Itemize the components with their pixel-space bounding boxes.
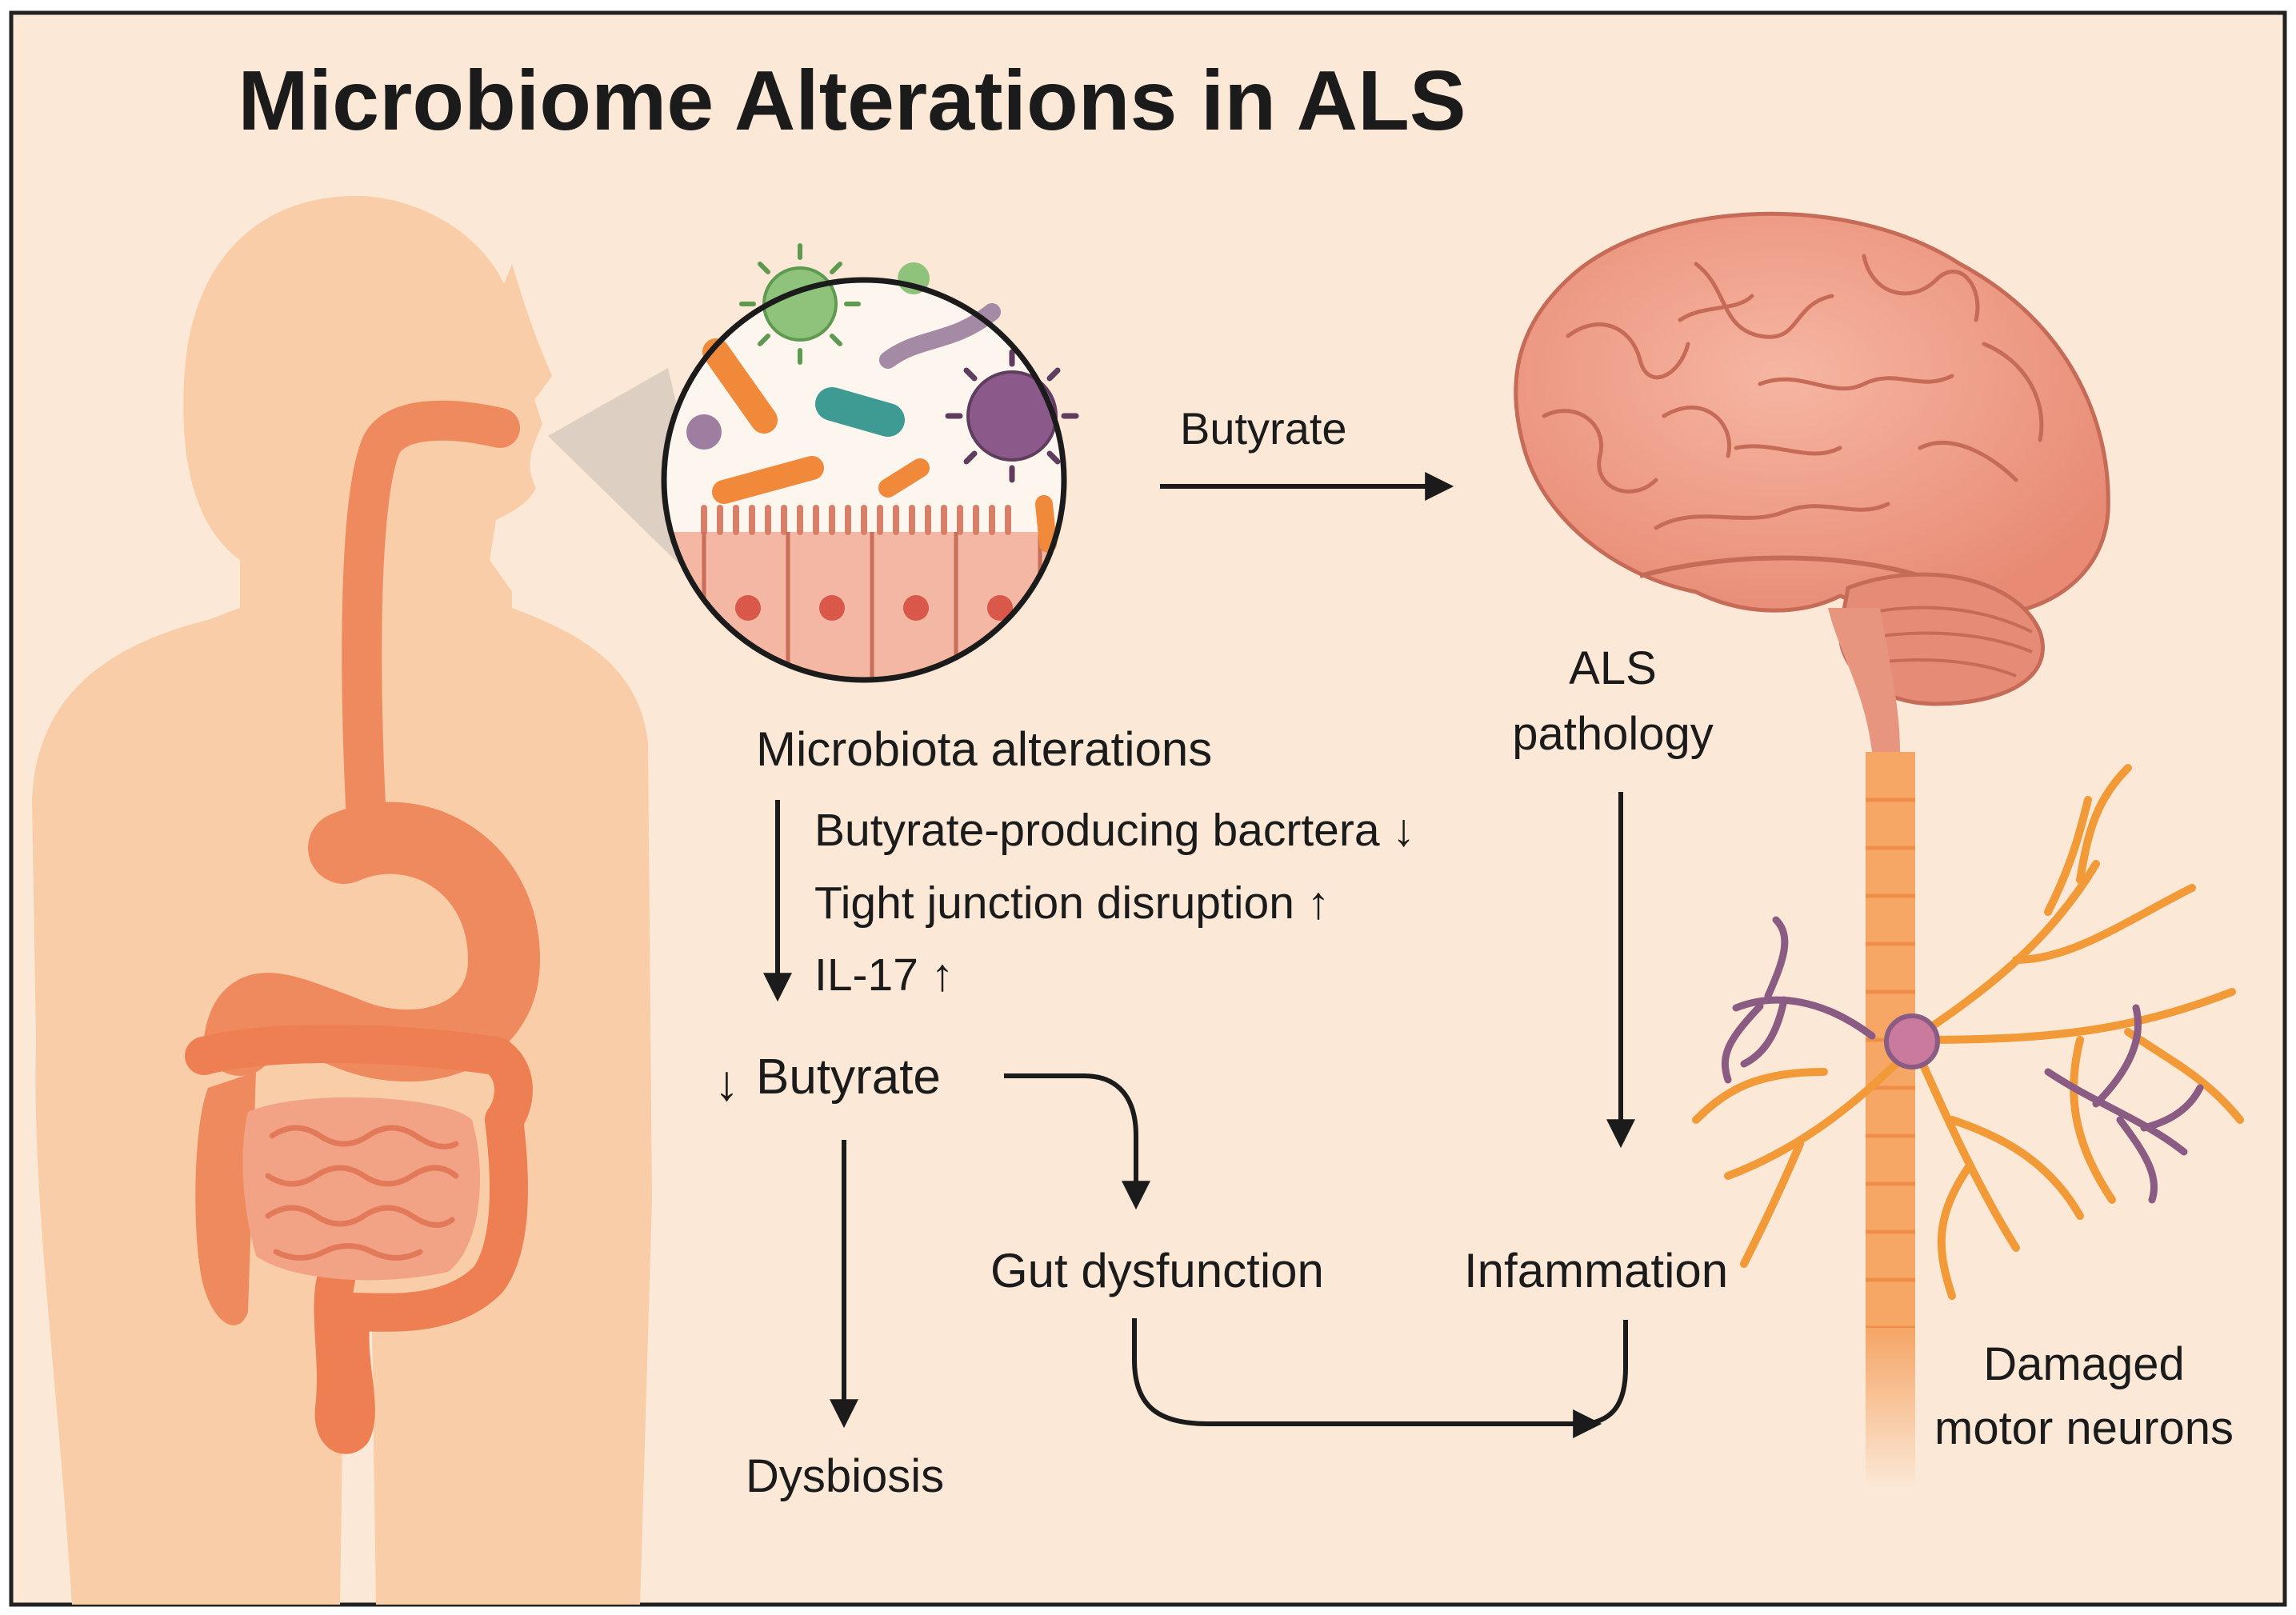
butyrate-down-arrow: ↓ — [714, 1056, 739, 1111]
damaged-neurons-label-line2: motor neurons — [1934, 1402, 2234, 1454]
arrow-butyrate-to-gut — [1004, 1073, 1150, 1210]
butyrate-to-brain-label: Butyrate — [1180, 403, 1347, 454]
damaged-neurons-label-line1: Damaged — [1983, 1338, 2184, 1390]
effect-butyrate-bacteria: Butyrate-producing bacrtera ↓ — [814, 805, 1415, 856]
spinal-cord — [1866, 752, 1915, 1488]
butyrate-down-label: Butyrate — [756, 1049, 941, 1105]
brain — [1514, 211, 2110, 752]
effect-tight-junction: Tight junction disruption ↑ — [814, 877, 1330, 929]
effect-il17: IL-17 ↑ — [814, 949, 954, 1001]
diagram-title: Microbiome Alterations in ALS — [238, 54, 1466, 148]
arrow-inflammation-join — [1587, 1320, 1628, 1426]
digestive-tract — [185, 400, 541, 1454]
gut-dysfunction-label: Gut dysfunction — [990, 1244, 1324, 1297]
arrows — [763, 472, 1635, 1438]
microbiota-alterations-label: Microbiota alterations — [756, 722, 1212, 776]
als-pathology-label-line2: pathology — [1512, 708, 1714, 760]
labels: Butyrate ALS pathology Microbiota altera… — [714, 403, 2234, 1502]
motor-neuron — [1692, 764, 2244, 1300]
als-pathology-label-line1: ALS — [1569, 642, 1657, 694]
dysbiosis-label: Dysbiosis — [746, 1450, 944, 1502]
inflammation-label: Infammation — [1464, 1244, 1728, 1297]
arrow-gut-to-inflammation — [1132, 1318, 1602, 1438]
